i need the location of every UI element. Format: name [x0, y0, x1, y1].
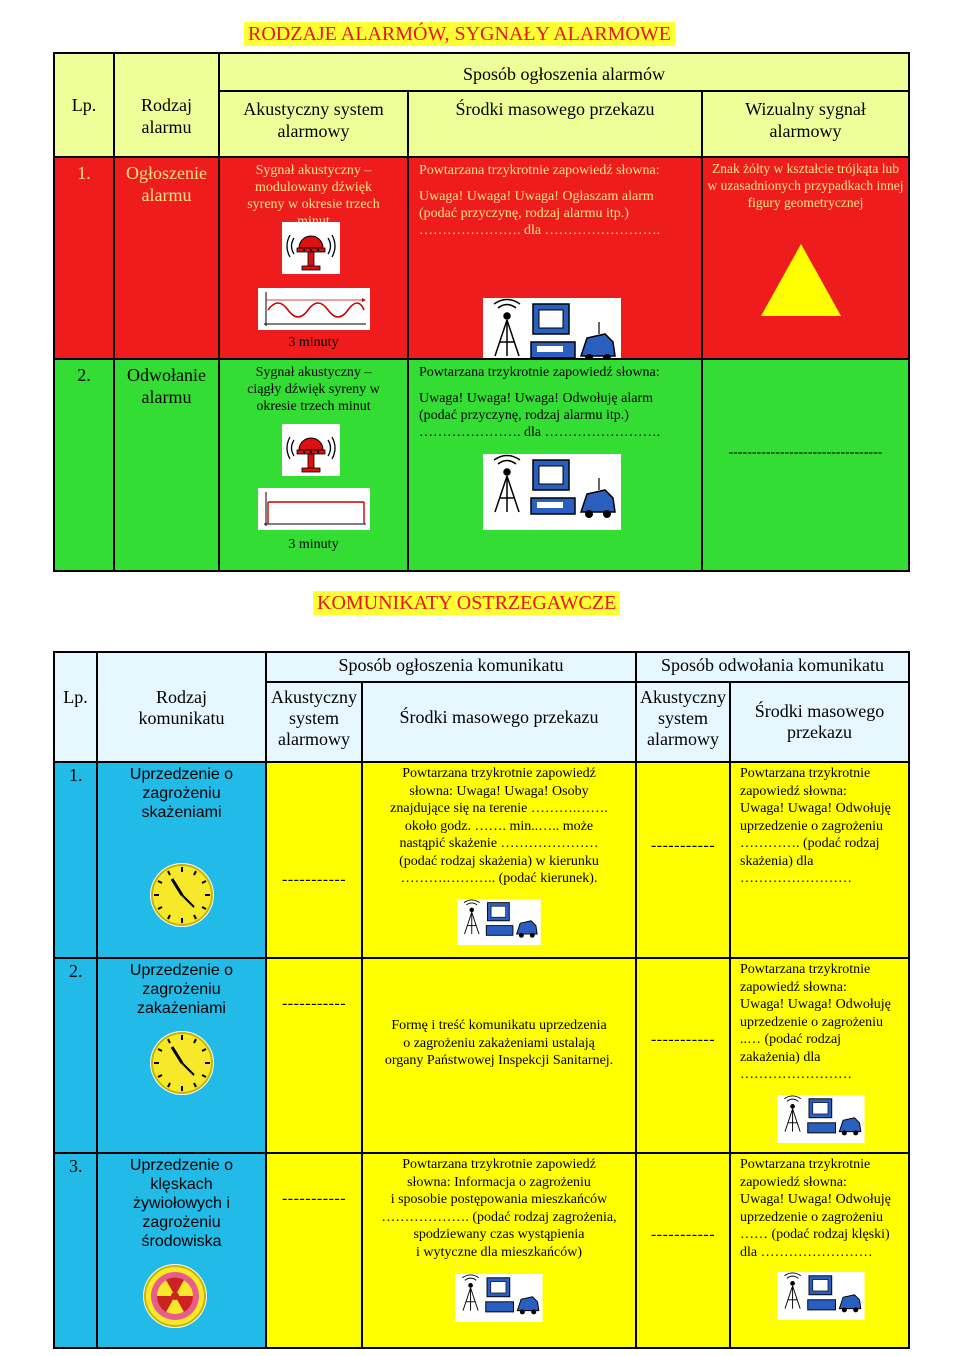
w-row2-lp: 2. [55, 959, 96, 1152]
row1-lp: 1. [55, 158, 113, 358]
header-visual: Wizualny sygnał alarmowy [703, 92, 908, 156]
clock-icon [146, 1029, 218, 1097]
w-row2-mass-media: Formę i treść komunikatu uprzedzenia o z… [363, 959, 635, 1152]
header-cancel-group: Sposób odwołania komunikatu [637, 653, 908, 681]
hazard-symbol-icon [138, 1262, 212, 1335]
w-row2-acoustic-cancel: ----------- [637, 959, 729, 1152]
header-acoustic: Akustyczny system alarmowy [267, 683, 361, 761]
header-alarm-type: Rodzaj alarmu [115, 54, 218, 156]
header-acoustic-cancel: Akustyczny system alarmowy [637, 683, 729, 761]
header-acoustic: Akustyczny system alarmowy [220, 92, 407, 156]
mass-media-icon [453, 899, 545, 951]
w-row1-cancel: Powtarzana trzykrotnie zapowiedź słowna:… [731, 763, 908, 957]
header-warning-type: Rodzaj komunikatu [98, 653, 265, 761]
mass-media-icon [453, 1274, 545, 1328]
wave-continuous-icon [258, 488, 370, 530]
warnings-table: Lp. Rodzaj komunikatu Sposób ogłoszenia … [53, 651, 910, 1349]
w-row2-cancel: Powtarzana trzykrotnie zapowiedź słowna:… [731, 959, 908, 1152]
header-lp: Lp. [55, 54, 113, 156]
siren-icon [282, 222, 340, 274]
wave-modulated-icon [258, 288, 370, 330]
alarms-title: RODZAJE ALARMÓW, SYGNAŁY ALARMOWE [244, 22, 675, 46]
row1-acoustic: Sygnał akustyczny – modulowany dźwięk sy… [220, 158, 407, 358]
row1-duration: 3 minuty [288, 335, 339, 350]
w-row3-acoustic-cancel: ----------- [637, 1154, 729, 1347]
w-row3-acoustic: ----------- [267, 1154, 361, 1347]
w-row2-type: Uprzedzenie o zagrożeniu zakażeniami [98, 959, 265, 1152]
mass-media-icon [775, 1095, 867, 1149]
header-lp: Lp. [55, 653, 96, 761]
row1-mass-media: Powtarzana trzykrotnie zapowiedź słowna:… [409, 158, 701, 358]
w-row1-acoustic: ----------- [267, 763, 361, 957]
row2-lp: 2. [55, 360, 113, 570]
mass-media-icon [775, 1272, 867, 1326]
row1-visual: Znak żółty w kształcie trójkąta lub w uz… [703, 158, 908, 358]
warnings-title: KOMUNIKATY OSTRZEGAWCZE [313, 591, 621, 615]
header-mass-media: Środki masowego przekazu [363, 683, 635, 761]
w-row1-type: Uprzedzenie o zagrożeniu skażeniami [98, 763, 265, 957]
mass-media-icon [483, 298, 621, 358]
header-announce-group: Sposób ogłoszenia komunikatu [267, 653, 635, 681]
header-method-group: Sposób ogłoszenia alarmów [220, 54, 908, 90]
w-row3-cancel: Powtarzana trzykrotnie zapowiedź słowna:… [731, 1154, 908, 1347]
w-row1-lp: 1. [55, 763, 96, 957]
w-row1-mass-media: Powtarzana trzykrotnie zapowiedź słowna:… [363, 763, 635, 957]
header-mass-media-cancel: Środki masowego przekazu [731, 683, 908, 761]
row2-mass-media: Powtarzana trzykrotnie zapowiedź słowna:… [409, 360, 701, 570]
row2-duration: 3 minuty [288, 537, 339, 552]
w-row1-acoustic-cancel: ----------- [637, 763, 729, 957]
row2-visual: --------------------------------- [703, 360, 908, 570]
yellow-triangle-icon [759, 242, 843, 323]
w-row2-acoustic: ----------- [267, 959, 361, 1152]
siren-icon [282, 424, 340, 476]
w-row3-type: Uprzedzenie o klęskach żywiołowych i zag… [98, 1154, 265, 1347]
row2-type: Odwołanie alarmu [115, 360, 218, 570]
mass-media-icon [483, 454, 621, 530]
header-mass-media: Środki masowego przekazu [409, 92, 701, 156]
row2-acoustic: Sygnał akustyczny – ciągły dźwięk syreny… [220, 360, 407, 570]
w-row3-mass-media: Powtarzana trzykrotnie zapowiedź słowna:… [363, 1154, 635, 1347]
alarms-table: Lp. Rodzaj alarmu Sposób ogłoszenia alar… [53, 52, 910, 572]
row1-type: Ogłoszenie alarmu [115, 158, 218, 358]
clock-icon [146, 861, 218, 929]
w-row3-lp: 3. [55, 1154, 96, 1347]
